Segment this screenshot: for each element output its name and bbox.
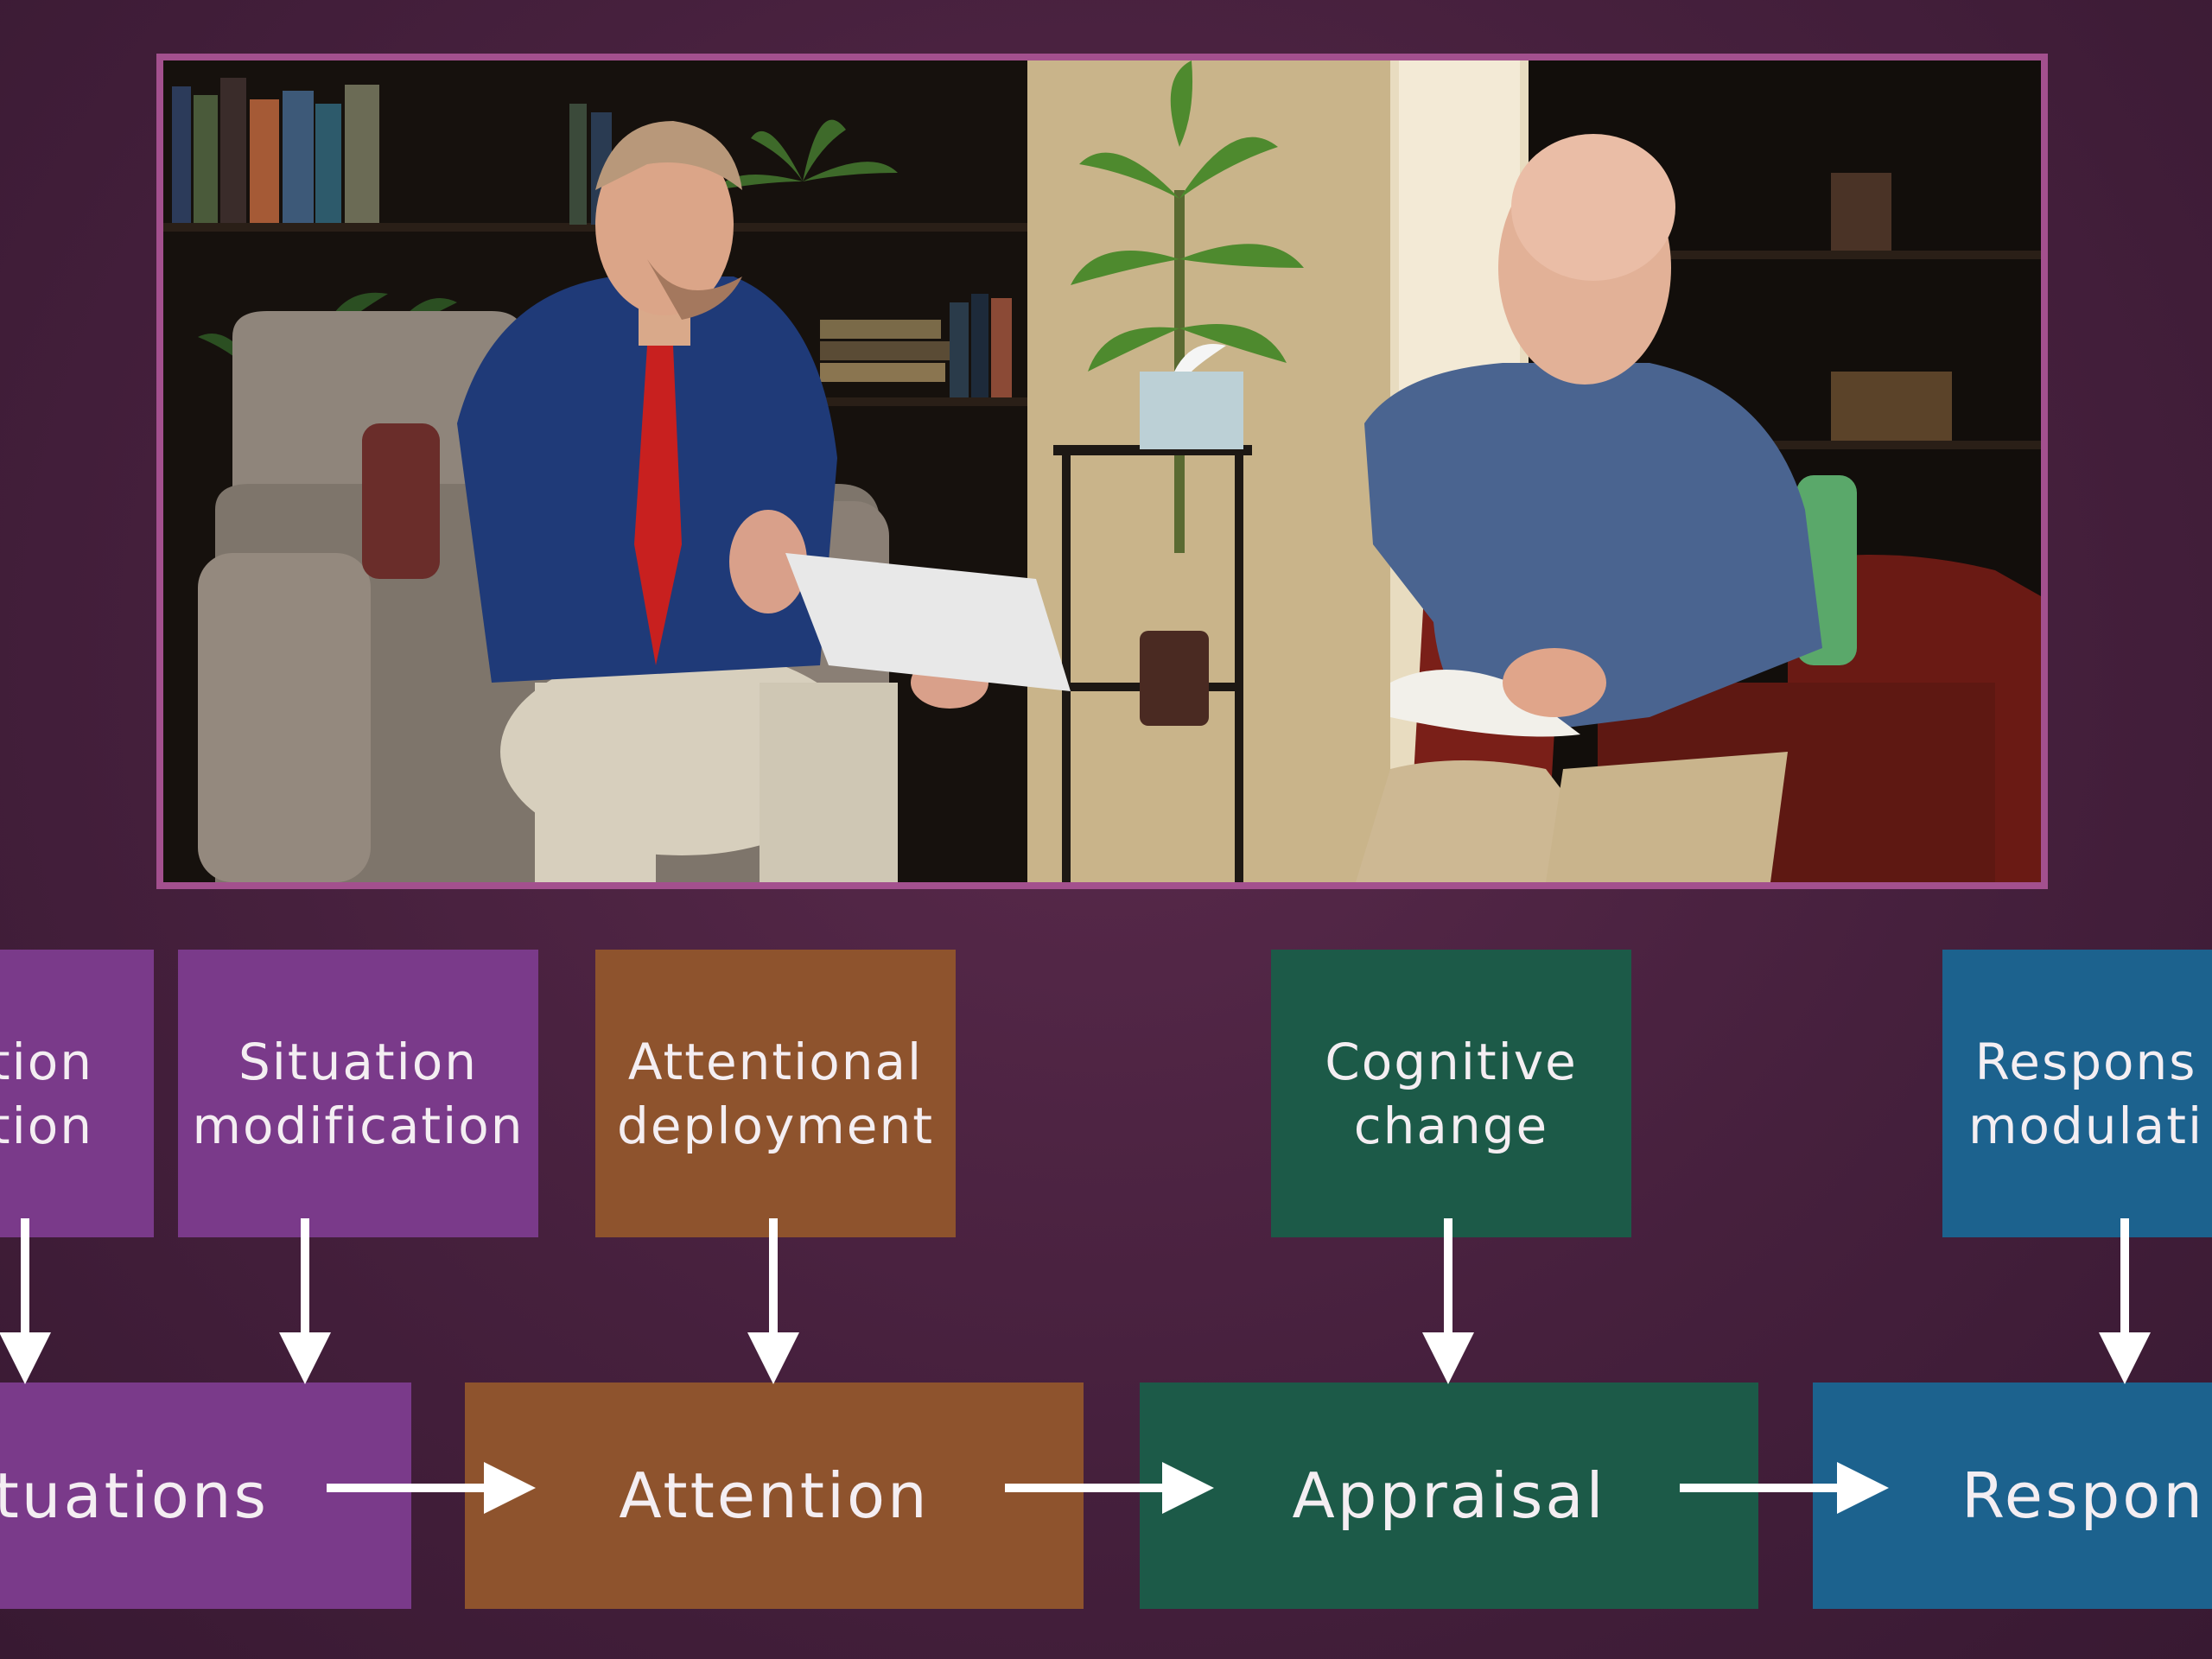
stage-label: Respon [1961, 1459, 2205, 1532]
box-label-line1: Attentional [627, 1032, 924, 1091]
stage-attention-box: Attention [465, 1382, 1084, 1609]
box-label-line2: tion [0, 1096, 93, 1155]
box-label-line2: deployment [617, 1096, 934, 1155]
box-label-line1: Respons [1974, 1032, 2197, 1091]
stage-label: tuations [0, 1459, 269, 1532]
stage-label: Appraisal [1292, 1459, 1606, 1532]
stage-appraisal-box: Appraisal [1140, 1382, 1758, 1609]
therapy-session-video [163, 60, 2041, 882]
video-frame [156, 54, 2048, 889]
box-label-line2: modification [192, 1096, 524, 1155]
box-label-line1: Situation [238, 1032, 479, 1091]
stage-response-box: Respon [1813, 1382, 2212, 1609]
stage-label: Attention [619, 1459, 930, 1532]
box-label-line2: modulati [1968, 1096, 2204, 1155]
box-label-line2: change [1353, 1096, 1549, 1155]
stage-situations-box: tuations [0, 1382, 411, 1609]
box-label-line1: tion [0, 1032, 93, 1091]
box-label-line1: Cognitive [1325, 1032, 1578, 1091]
